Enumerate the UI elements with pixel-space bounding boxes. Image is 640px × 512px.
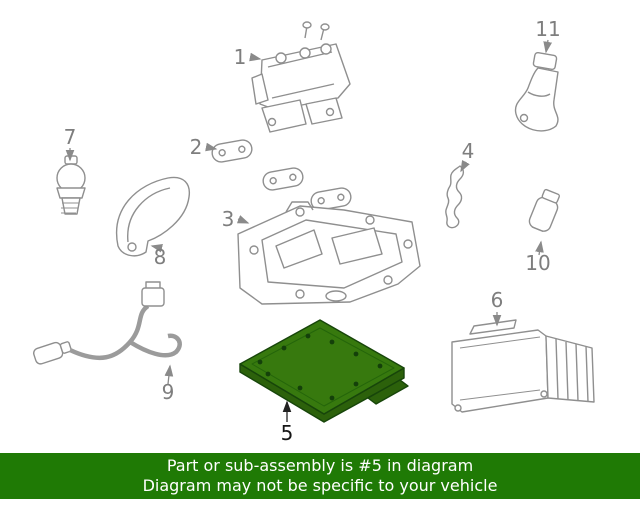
leader-8 <box>150 243 163 253</box>
part-11-bracket-drawing <box>514 51 559 132</box>
part-5-screws <box>257 333 383 401</box>
part-4-rod-drawing <box>445 165 465 229</box>
part-7-sensor-drawing <box>56 155 86 215</box>
part-label-11: 11 <box>535 17 560 41</box>
part-label-7: 7 <box>64 125 77 149</box>
part-label-10: 10 <box>525 251 550 275</box>
part-label-4: 4 <box>462 139 475 163</box>
part-label-8: 8 <box>154 245 167 269</box>
leader-1 <box>249 52 262 62</box>
part-label-3: 3 <box>222 207 235 231</box>
part-label-6: 6 <box>491 288 504 312</box>
leader-lines <box>65 39 553 422</box>
banner-line-2: Diagram may not be specific to your vehi… <box>142 476 498 495</box>
part-label-9: 9 <box>162 380 175 404</box>
leader-4 <box>460 159 470 173</box>
banner-line-1: Part or sub-assembly is #5 in diagram <box>166 455 474 475</box>
part-5-highlighted-drawing <box>239 319 409 423</box>
part-8-bracket-drawing <box>115 176 191 257</box>
part-label-1: 1 <box>234 45 247 69</box>
part-5-top <box>239 319 405 415</box>
leader-9 <box>164 364 174 385</box>
part-10-sensor-drawing <box>528 188 561 233</box>
leader-10 <box>535 240 544 256</box>
part-1-coil-assembly-drawing <box>251 21 351 133</box>
leader-11 <box>543 39 553 54</box>
part-label-2: 2 <box>190 135 203 159</box>
part-labels: 1 2 3 4 5 6 7 8 9 10 11 <box>64 17 561 445</box>
part-2-gaskets-drawing <box>210 137 353 213</box>
part-label-5: 5 <box>281 421 294 445</box>
part-5-inner-edge <box>251 327 395 407</box>
part-5-tab <box>367 379 409 405</box>
leader-3 <box>236 215 250 224</box>
part-3-tray-drawing <box>237 201 421 305</box>
part-9-harness-drawing <box>33 281 182 365</box>
part-6-ecu-drawing <box>451 319 595 413</box>
info-banner: Part or sub-assembly is #5 in diagram Di… <box>0 453 640 499</box>
leader-2 <box>205 142 218 152</box>
